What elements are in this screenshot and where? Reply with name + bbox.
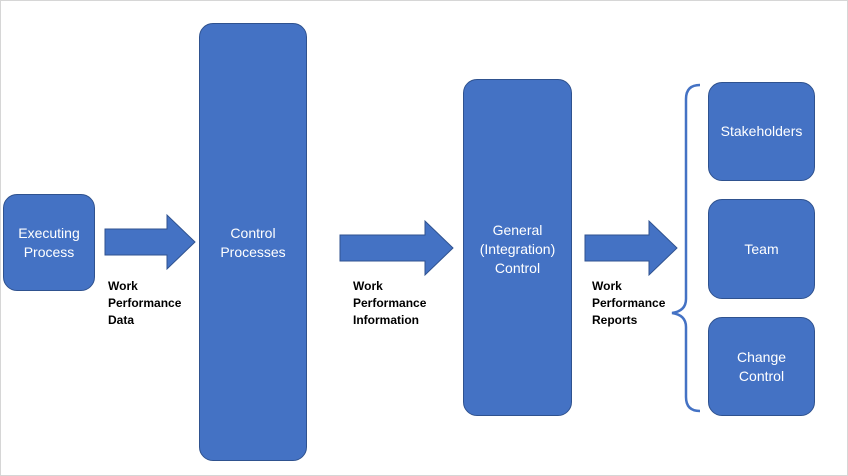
arrow-executing-to-control <box>104 213 196 271</box>
control-processes-box: Control Processes <box>199 23 307 461</box>
label-work-performance-information: Work Performance Information <box>353 279 427 327</box>
outputs-bracket <box>671 83 701 413</box>
general-integration-control-box: General (Integration) Control <box>463 79 572 416</box>
arrow-control-to-general <box>339 219 454 277</box>
change-control-box: Change Control <box>708 317 815 416</box>
team-box: Team <box>708 199 815 299</box>
arrow-general-to-outputs <box>584 219 678 277</box>
executing-process-box: Executing Process <box>3 194 95 291</box>
label-work-performance-data: Work Performance Data <box>108 279 182 327</box>
label-work-performance-reports: Work Performance Reports <box>592 279 666 327</box>
stakeholders-box: Stakeholders <box>708 82 815 181</box>
